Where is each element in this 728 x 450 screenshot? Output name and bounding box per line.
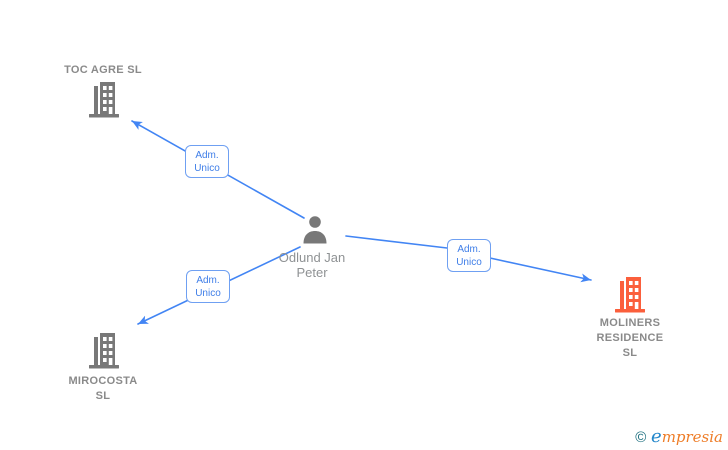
- person-name: Odlund Jan Peter: [252, 250, 372, 280]
- company-name-line: MOLINERS: [599, 317, 661, 329]
- brand-letter-e: e: [651, 426, 662, 447]
- company-node-moliners-residence-sl[interactable]: [614, 277, 646, 313]
- edge-label-adm-unico-toc-agre: Adm. Unico: [185, 145, 229, 178]
- edge-label-line: Adm.: [457, 243, 481, 255]
- company-name-mirocosta-sl: MIROCOSTA SL: [33, 374, 173, 404]
- company-name-line: TOC AGRE SL: [64, 64, 142, 76]
- company-name-line: SL: [95, 390, 111, 402]
- copyright-icon: ©: [635, 429, 647, 446]
- company-name-line: RESIDENCE: [596, 332, 664, 344]
- person-node-odlund-jan-peter[interactable]: [302, 215, 328, 245]
- edge-label-line: Adm.: [195, 149, 219, 161]
- company-name-moliners-residence-sl: MOLINERS RESIDENCE SL: [560, 316, 700, 361]
- edge-label-line: Unico: [194, 162, 220, 174]
- company-name-line: SL: [622, 347, 638, 359]
- person-name-line: Peter: [296, 265, 328, 280]
- person-icon: [303, 216, 327, 244]
- edge-label-line: Unico: [456, 256, 482, 268]
- edge-label-adm-unico-mirocosta: Adm. Unico: [186, 270, 230, 303]
- company-node-toc-agre-sl[interactable]: [88, 82, 120, 118]
- company-name-toc-agre-sl: TOC AGRE SL: [33, 63, 173, 78]
- edge-label-line: Adm.: [196, 274, 220, 286]
- building-icon: [89, 333, 119, 369]
- empresia-watermark: © empresia: [635, 426, 723, 447]
- company-node-mirocosta-sl[interactable]: [88, 333, 120, 369]
- brand-text: mpresia: [661, 428, 723, 446]
- edge-label-adm-unico-moliners: Adm. Unico: [447, 239, 491, 272]
- person-name-line: Odlund Jan: [278, 250, 346, 265]
- company-name-line: MIROCOSTA: [68, 375, 138, 387]
- building-icon: [615, 277, 645, 313]
- edge-label-line: Unico: [195, 287, 221, 299]
- building-icon: [89, 82, 119, 118]
